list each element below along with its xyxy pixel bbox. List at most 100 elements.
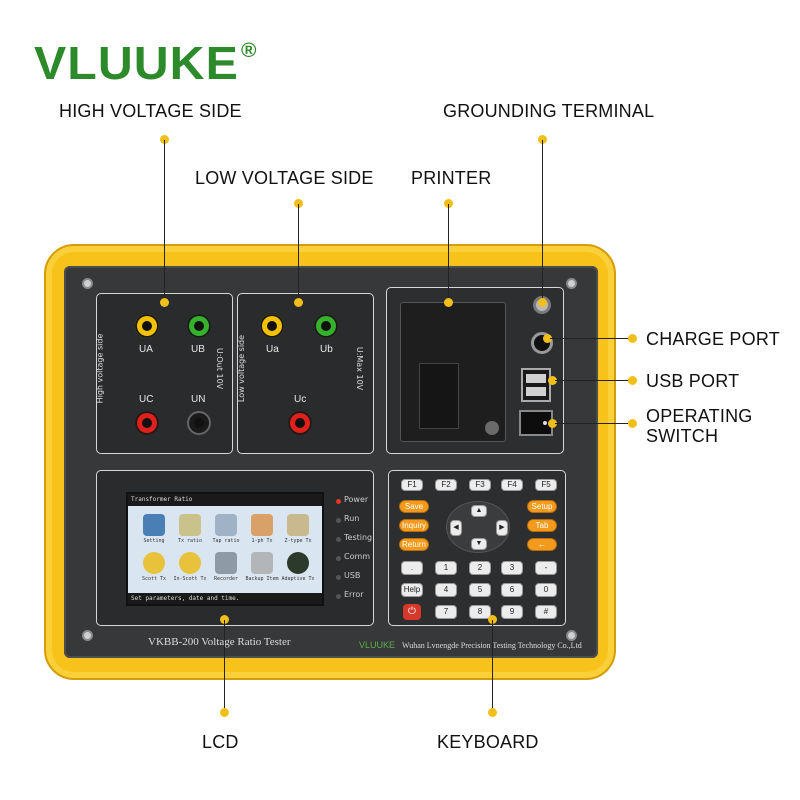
callout-dot (548, 419, 557, 428)
direction-pad: ▲ ▼ ◀ ▶ (446, 501, 510, 553)
key-hash[interactable]: # (535, 605, 557, 619)
callout-dot (488, 615, 497, 624)
key-f1[interactable]: F1 (401, 479, 423, 491)
in-scott-tx-icon[interactable] (179, 552, 201, 574)
indicator-label: Testing (344, 533, 373, 542)
printer-ports-box (386, 287, 564, 454)
terminal-ub-label: UB (191, 344, 205, 355)
led-usb (336, 575, 341, 580)
icon-label: Recorder (213, 576, 239, 582)
led-power (336, 499, 341, 504)
printer-paper-door (419, 363, 459, 429)
keyboard-panel: F1 F2 F3 F4 F5 Save Inquiry Return Setup… (388, 470, 566, 626)
recorder-icon[interactable] (215, 552, 237, 574)
arrow-left-icon[interactable]: ◀ (450, 520, 462, 536)
return-button[interactable]: Return (399, 538, 429, 551)
terminal-uc-low[interactable] (288, 411, 312, 435)
key-dot[interactable]: . (401, 561, 423, 575)
callout-dot (538, 298, 547, 307)
single-phase-tx-icon[interactable] (251, 514, 273, 536)
callout-dot (628, 334, 637, 343)
callout-line (542, 140, 543, 302)
tap-ratio-icon[interactable] (215, 514, 237, 536)
printer-button[interactable] (485, 421, 499, 435)
key-2[interactable]: 2 (469, 561, 491, 575)
key-f3[interactable]: F3 (469, 479, 491, 491)
key-minus[interactable]: - (535, 561, 557, 575)
lcd-title-bar: Transformer Ratio (128, 494, 322, 506)
terminal-ua[interactable] (135, 314, 159, 338)
terminal-uc-label: UC (139, 394, 154, 405)
indicator-label: USB (344, 571, 361, 580)
tab-button[interactable]: Tab (527, 519, 557, 532)
arrow-right-icon[interactable]: ▶ (496, 520, 508, 536)
callout-line (492, 620, 493, 712)
tx-ratio-icon[interactable] (179, 514, 201, 536)
label-usb-port: USB PORT (646, 371, 740, 391)
callout-dot (548, 376, 557, 385)
label-charge-port: CHARGE PORT (646, 329, 780, 349)
setup-button[interactable]: Setup (527, 500, 557, 513)
icon-label: Tx ratio (177, 538, 203, 544)
icon-label: Z-type Tx (284, 538, 312, 544)
key-0[interactable]: 0 (535, 583, 557, 597)
save-button[interactable]: Save (399, 500, 429, 513)
icon-label: Adaptive Tx (281, 576, 315, 582)
callout-line (550, 338, 630, 339)
terminal-uc[interactable] (135, 411, 159, 435)
callout-dot (294, 298, 303, 307)
icon-label: Scott Tx (141, 576, 167, 582)
key-3[interactable]: 3 (501, 561, 523, 575)
screw-icon (82, 630, 93, 641)
setting-icon[interactable] (143, 514, 165, 536)
key-5[interactable]: 5 (469, 583, 491, 597)
screw-icon (566, 630, 577, 641)
key-8[interactable]: 8 (469, 605, 491, 619)
callout-dot (220, 708, 229, 717)
callout-dot (628, 419, 637, 428)
callout-dot (538, 135, 547, 144)
lcd-status-bar: Set parameters, date and time. (128, 593, 322, 604)
label-printer: PRINTER (411, 168, 492, 188)
terminal-ub[interactable] (187, 314, 211, 338)
key-f5[interactable]: F5 (535, 479, 557, 491)
key-f4[interactable]: F4 (501, 479, 523, 491)
terminal-un[interactable] (187, 411, 211, 435)
backup-item-icon[interactable] (251, 552, 273, 574)
backspace-button[interactable]: ← (527, 538, 557, 551)
arrow-up-icon[interactable]: ▲ (471, 505, 487, 517)
key-f2[interactable]: F2 (435, 479, 457, 491)
adaptive-tx-icon[interactable] (287, 552, 309, 574)
label-operating-switch-line1: OPERATING (646, 406, 753, 426)
callout-dot (488, 708, 497, 717)
scott-tx-icon[interactable] (143, 552, 165, 574)
lcd-screen[interactable]: Transformer Ratio Setting Tx ratio Tap r… (126, 492, 324, 606)
arrow-down-icon[interactable]: ▼ (471, 538, 487, 550)
z-type-tx-icon[interactable] (287, 514, 309, 536)
inquiry-button[interactable]: Inquiry (399, 519, 429, 532)
model-name: VKBB-200 Voltage Ratio Tester (148, 636, 291, 648)
operating-switch[interactable] (519, 410, 553, 436)
key-4[interactable]: 4 (435, 583, 457, 597)
key-9[interactable]: 9 (501, 605, 523, 619)
key-1[interactable]: 1 (435, 561, 457, 575)
indicator-label: Error (344, 590, 364, 599)
callout-dot (543, 334, 552, 343)
terminal-ub-low[interactable] (314, 314, 338, 338)
help-button[interactable]: Help (401, 583, 423, 597)
label-lcd: LCD (202, 732, 239, 752)
icon-label: Backup Item (245, 576, 279, 582)
terminal-ua-low[interactable] (260, 314, 284, 338)
label-low-voltage-side: LOW VOLTAGE SIDE (195, 168, 374, 188)
terminal-uc-low-label: Uc (294, 394, 307, 405)
callout-dot (160, 298, 169, 307)
callout-line (555, 380, 630, 381)
usb-port-socket[interactable] (521, 368, 551, 402)
power-icon[interactable]: ⏻ (403, 604, 421, 620)
callout-line (298, 204, 299, 300)
hv-rating-text: U:Out 10V (215, 347, 225, 390)
callout-dot (444, 298, 453, 307)
key-6[interactable]: 6 (501, 583, 523, 597)
key-7[interactable]: 7 (435, 605, 457, 619)
